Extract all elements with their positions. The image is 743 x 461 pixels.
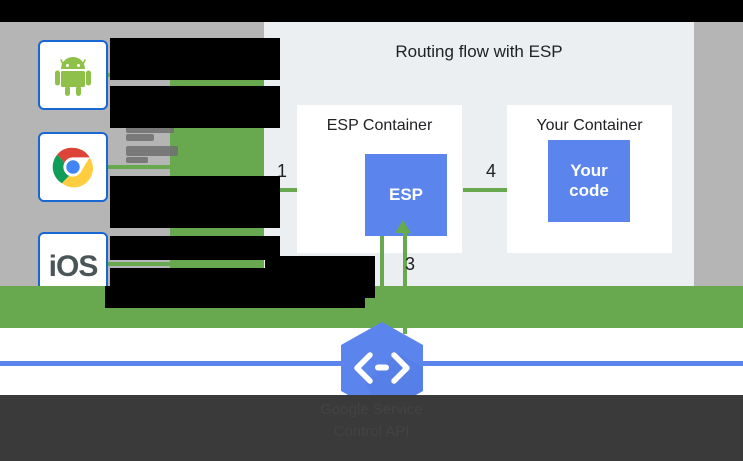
obscured-text-blob xyxy=(126,134,154,141)
arrow-4-line xyxy=(463,188,533,192)
endpoints-caption: Google Service Control API xyxy=(0,399,743,443)
esp-container-card: ESP Container ESP xyxy=(297,105,462,253)
step-number-4: 4 xyxy=(486,161,497,181)
top-black-bar xyxy=(0,0,743,22)
chrome-icon-tile[interactable] xyxy=(38,132,108,202)
render-artifact xyxy=(110,38,280,80)
android-icon xyxy=(55,57,91,96)
render-artifact xyxy=(110,176,280,228)
android-icon-tile[interactable] xyxy=(38,40,108,110)
endpoints-caption-line1: Google Service xyxy=(320,401,423,418)
render-artifact xyxy=(110,236,280,260)
obscured-text-blob xyxy=(126,124,174,133)
render-artifact xyxy=(265,256,375,298)
connector-stub-chrome xyxy=(108,165,170,169)
your-code-box: Your code xyxy=(548,140,630,222)
arrow-3-head xyxy=(395,220,411,233)
your-container-card: Your Container Your code xyxy=(507,105,672,253)
arrow-3-line xyxy=(403,232,407,334)
arrow-2-line xyxy=(380,236,384,334)
routing-flow-diagram: Routing flow with ESP 1 4 ESP Container … xyxy=(264,22,694,334)
endpoints-caption-line2: Control API xyxy=(333,422,410,440)
diagram-title: Routing flow with ESP xyxy=(395,42,563,61)
step-number-1: 1 xyxy=(277,161,288,181)
dark-footer-band xyxy=(0,395,743,461)
esp-container-title: ESP Container xyxy=(326,117,433,134)
page-gray-right-margin xyxy=(695,22,743,286)
your-container-title: Your Container xyxy=(536,117,643,134)
obscured-text-blob xyxy=(126,157,148,163)
render-artifact xyxy=(110,86,280,128)
connector-stub-ios xyxy=(108,262,170,266)
esp-box: ESP xyxy=(365,154,447,236)
obscured-text-blob xyxy=(126,146,178,156)
step-number-3: 3 xyxy=(405,254,416,274)
your-code-label-line2: code xyxy=(569,181,609,200)
chrome-icon xyxy=(52,147,93,188)
your-code-label-line1: Your xyxy=(570,160,608,180)
ios-icon: iOS xyxy=(48,250,99,283)
